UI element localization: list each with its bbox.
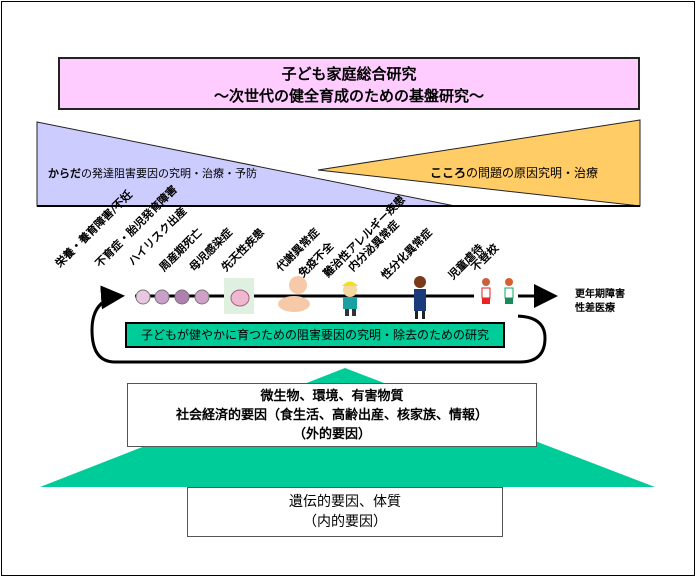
external-line2: 社会経済的要因（食生活、高齢出産、核家族、情報） bbox=[175, 408, 488, 423]
adult-topic: 更年期障害 bbox=[575, 289, 625, 300]
mind-label-rest: の問題の原因究明・治療 bbox=[466, 166, 599, 180]
external-line1: 微生物、環境、有害物質 bbox=[260, 389, 404, 404]
mind-label-bold: こころ bbox=[430, 166, 467, 180]
external-line3: （外的要因） bbox=[292, 427, 371, 442]
internal-factors-box: 遺伝的要因、体質 （内的要因） bbox=[187, 487, 503, 537]
runners-icon bbox=[474, 276, 518, 326]
adult-topic: 性差医療 bbox=[575, 303, 615, 314]
body-label-bold: からだ bbox=[48, 167, 81, 180]
baby-icon bbox=[278, 276, 310, 312]
external-factors-box: 微生物、環境、有害物質 社会経済的要因（食生活、高齢出産、核家族、情報） （外的… bbox=[127, 383, 537, 447]
internal-line2: （内的要因） bbox=[303, 514, 387, 530]
mind-section-label: こころの問題の原因究明・治療 bbox=[430, 164, 598, 181]
adult-topics: 更年期障害 性差医療 bbox=[575, 288, 625, 316]
cycle-arrow bbox=[90, 285, 547, 364]
page-title: 子ども家庭総合研究 ～次世代の健全育成のための基盤研究～ bbox=[58, 57, 640, 110]
mind-triangle bbox=[317, 119, 641, 207]
body-label-rest: の発達阻害要因の究明・治療・予防 bbox=[81, 167, 257, 180]
body-section-label: からだの発達阻害要因の究明・治療・予防 bbox=[48, 165, 257, 181]
title-line2: ～次世代の健全育成のための基盤研究～ bbox=[213, 87, 484, 105]
fetus-icon bbox=[224, 278, 254, 314]
title-line1: 子ども家庭総合研究 bbox=[281, 65, 417, 83]
internal-line1: 遺伝的要因、体質 bbox=[289, 494, 401, 510]
student-icon bbox=[414, 276, 426, 319]
research-banner: 子どもが健やかに育つための阻害要因の究明・除去のための研究 bbox=[125, 322, 505, 348]
embryo-cells-icon bbox=[135, 289, 210, 305]
child-icon bbox=[342, 281, 358, 316]
